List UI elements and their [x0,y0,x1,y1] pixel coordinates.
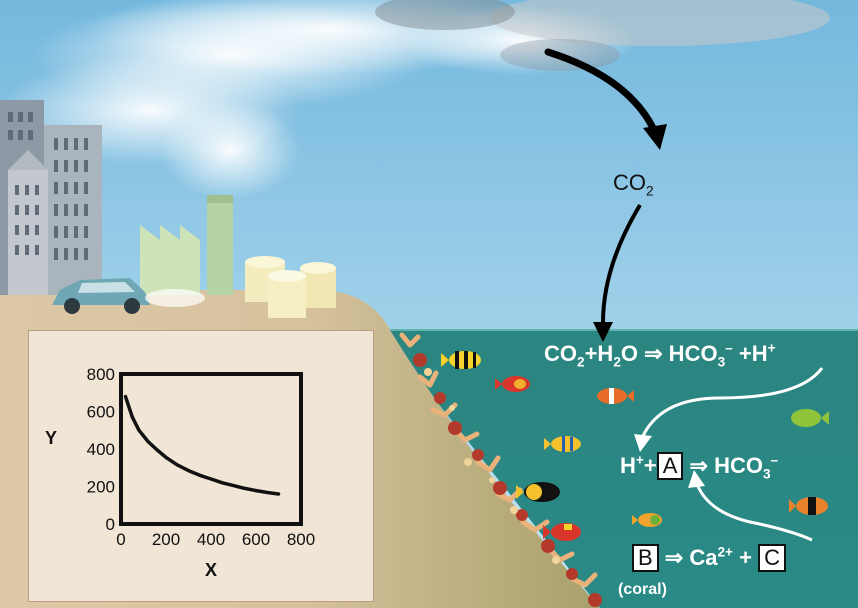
curve-line-0 [126,397,279,495]
y-tick-label: 0 [106,515,115,534]
x-tick-label: 200 [152,530,180,549]
box-a: A [657,452,684,480]
x-tick-label: 400 [197,530,225,549]
box-b: B [632,544,659,572]
coral-label: (coral) [618,582,667,598]
equation-co2-water: CO2+H2O ⇒ HCO3– +H+ [544,343,776,365]
city-buildings [0,100,102,295]
x-tick-label: 800 [287,530,315,549]
co2-label: CO2 [613,172,654,194]
y-tick-label: 800 [87,365,115,384]
equation-hydrogen-a: H++A ⇒ HCO3– [620,452,778,480]
plot-frame [121,374,301,524]
x-tick-label: 600 [242,530,270,549]
box-c: C [758,544,786,572]
x-axis-label: X [205,560,217,580]
y-tick-label: 600 [87,403,115,422]
y-tick-label: 400 [87,440,115,459]
y-axis-label: Y [45,428,57,448]
equation-b-calcium-c: B ⇒ Ca2+ + C [632,544,786,572]
y-tick-label: 200 [87,478,115,497]
x-tick-label: 0 [116,530,125,549]
